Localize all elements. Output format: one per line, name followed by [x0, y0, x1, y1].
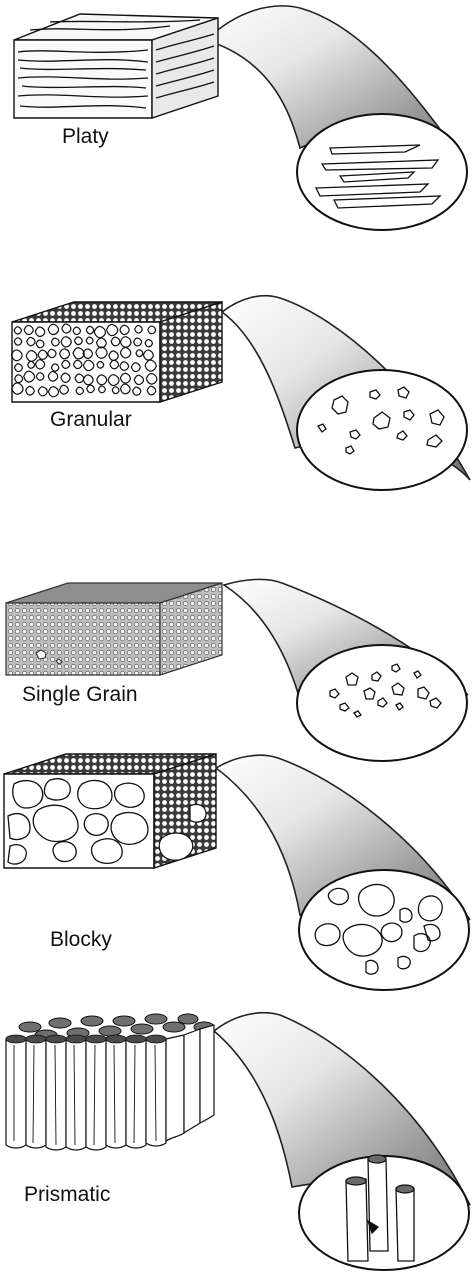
prismatic-front-columns — [6, 1025, 214, 1150]
panel-granular: Granular — [0, 240, 473, 495]
granular-diagram — [0, 240, 473, 495]
single-grain-diagram — [0, 495, 473, 750]
prismatic-diagram — [0, 1005, 473, 1272]
label-platy: Platy — [62, 125, 109, 149]
single-grain-block — [6, 583, 222, 675]
label-single-grain: Single Grain — [22, 683, 138, 707]
panel-single-grain: Single Grain — [0, 495, 473, 750]
panel-platy: Platy — [0, 0, 473, 240]
label-prismatic: Prismatic — [24, 1183, 110, 1207]
label-blocky: Blocky — [50, 928, 112, 952]
blocky-diagram — [0, 750, 473, 1005]
blocky-magnified-view — [299, 870, 469, 990]
platy-magnified-view — [297, 114, 467, 230]
label-granular: Granular — [50, 408, 132, 432]
granular-magnified-view — [297, 370, 467, 490]
panel-prismatic: Prismatic — [0, 1005, 473, 1272]
panel-blocky: Blocky — [0, 750, 473, 1005]
platy-diagram — [0, 0, 473, 240]
